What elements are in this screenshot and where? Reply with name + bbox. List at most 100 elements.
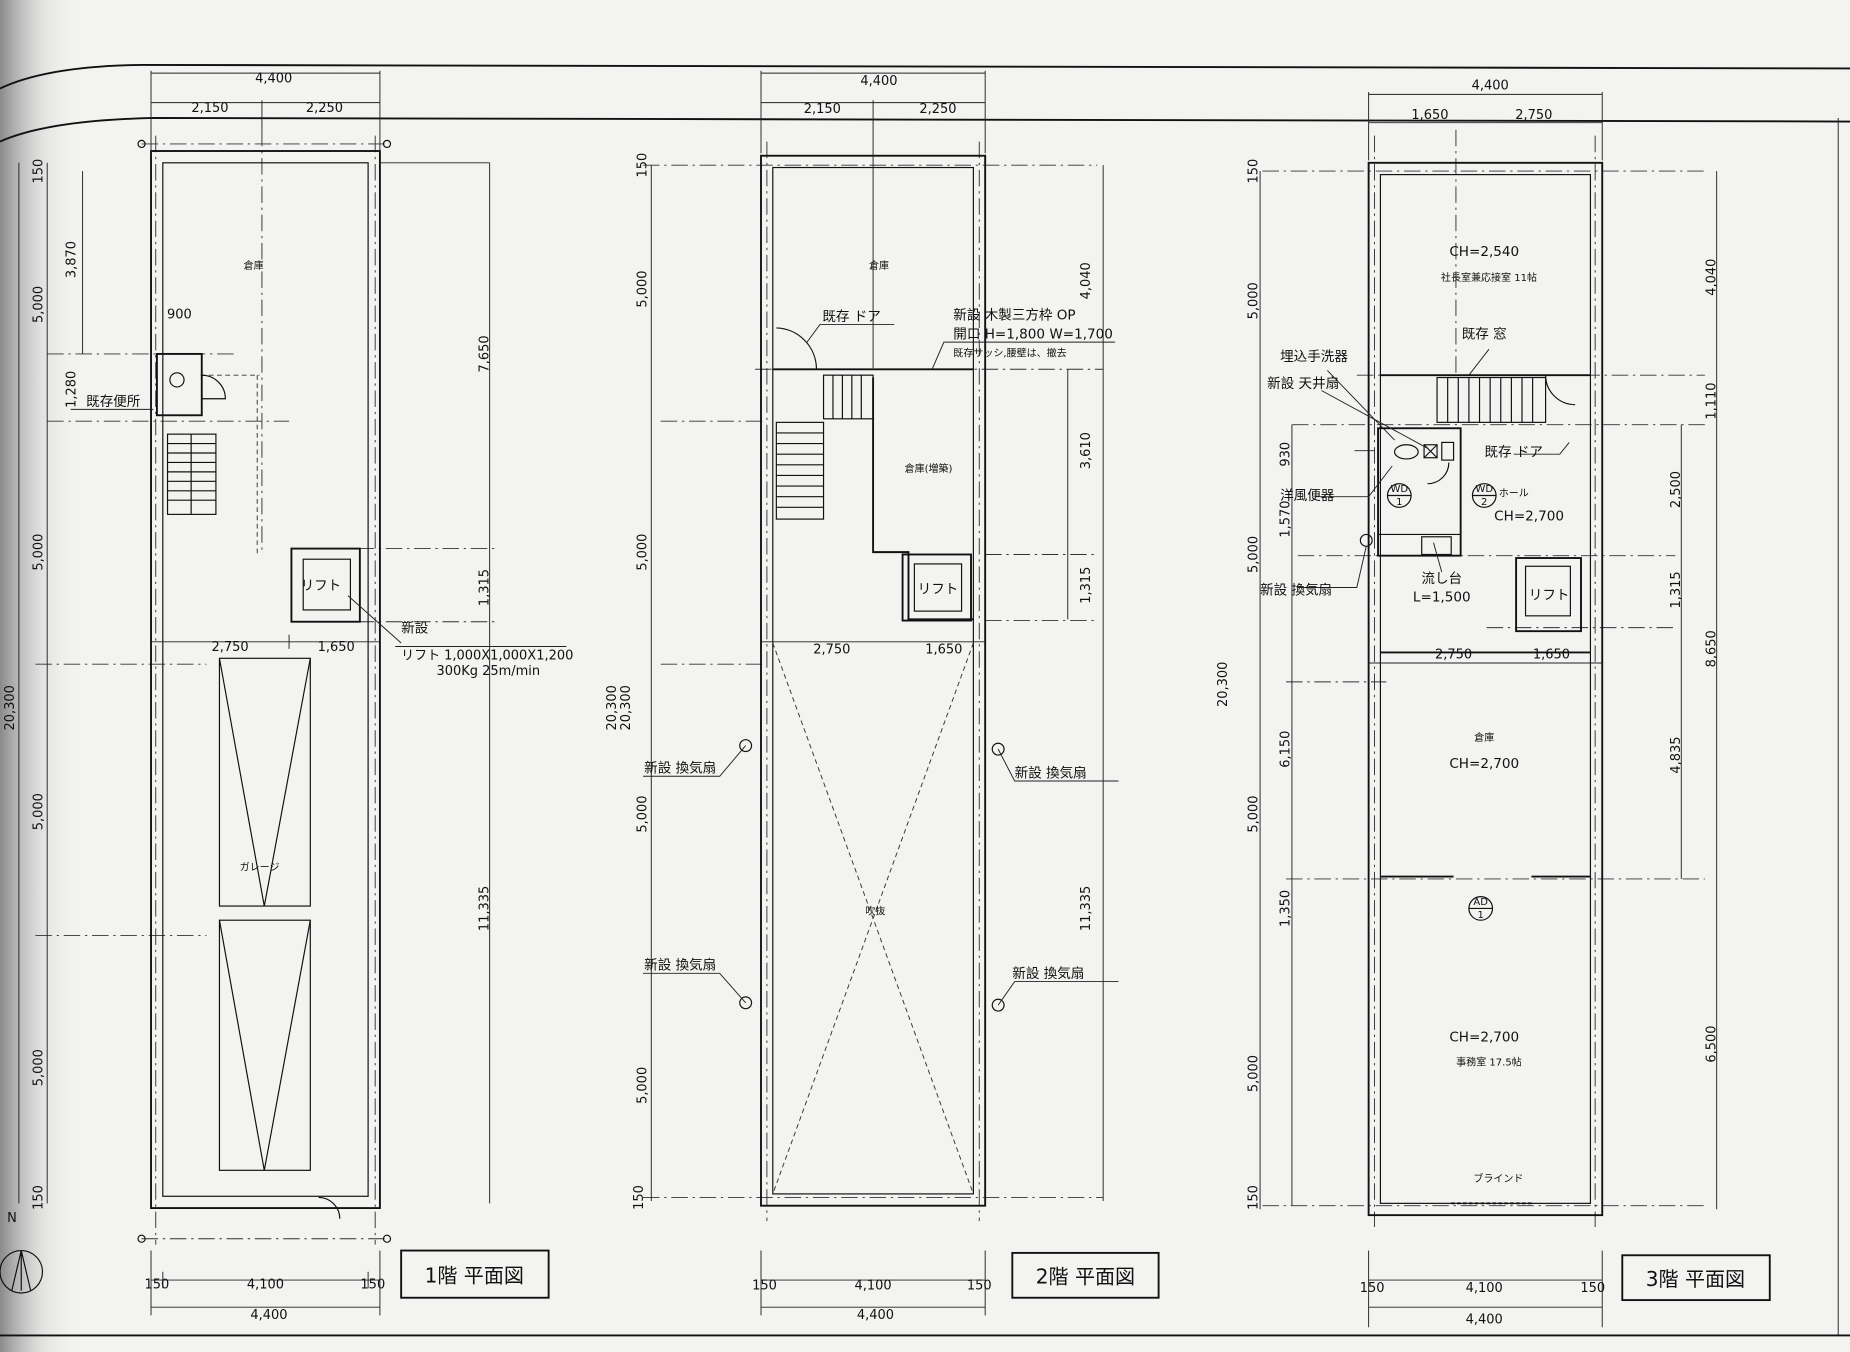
room-void: 吹抜 xyxy=(865,904,885,917)
dim-left: 5,000 xyxy=(31,1049,46,1086)
dim-right: 11,335 xyxy=(477,886,492,931)
sheet-frame xyxy=(0,63,1850,1337)
stairs xyxy=(166,433,217,515)
wd1-tag-type: WD xyxy=(1390,484,1408,495)
note-new-ceiling-fan: 新設 天井扇 xyxy=(1267,376,1339,392)
dim-left: 5,000 xyxy=(31,793,46,830)
door-tags: WD 1 WD 2 AD 1 xyxy=(1386,483,1497,921)
plan-title: 2階 平面図 xyxy=(1036,1265,1135,1289)
note-new-fan: 新設 換気扇 xyxy=(644,761,716,777)
garage-bays xyxy=(218,657,311,1171)
stairs xyxy=(1436,376,1547,423)
room-storage: 倉庫 xyxy=(869,259,889,272)
note-new: 新設 xyxy=(401,620,429,636)
fan-icons xyxy=(643,739,1119,1012)
dim-bottom: 4,100 xyxy=(1466,1281,1503,1296)
dim-bottom: 4,100 xyxy=(855,1278,892,1293)
dim-left: 150 xyxy=(636,153,651,178)
dim-mid-right: 1,650 xyxy=(1533,647,1570,662)
dim-left: 150 xyxy=(31,159,46,184)
dim-left-total: 20,300 xyxy=(3,685,18,730)
note-basin: 埋込手洗器 xyxy=(1280,349,1348,365)
dim-left: 1,350 xyxy=(1279,890,1294,927)
dim-bottom-total: 4,400 xyxy=(1466,1313,1503,1328)
dim-right-total: 20,300 xyxy=(619,685,634,730)
void-cross xyxy=(772,642,974,1195)
note-blind: ブラインド xyxy=(1473,1172,1523,1185)
dim-toilet-width: 900 xyxy=(167,308,192,323)
plan-1f: 4,400 2,150 2,250 150 3,870 5,000 1,280 … xyxy=(0,70,634,1323)
ad1-tag-type: AD xyxy=(1473,897,1488,908)
dim-width-right: 2,250 xyxy=(919,102,956,117)
dimension-lines xyxy=(650,70,1115,1316)
dim-right: 8,650 xyxy=(1704,630,1719,667)
dim-mid-right: 1,650 xyxy=(925,643,962,658)
dim-total-width: 4,400 xyxy=(860,74,897,89)
dim-mid-right: 1,650 xyxy=(318,640,355,655)
note-lift-load: 300Kg 25m/min xyxy=(437,664,541,679)
dim-left: 1,570 xyxy=(1279,501,1294,538)
dim-bottom: 4,100 xyxy=(247,1277,284,1292)
title-box xyxy=(400,1249,550,1299)
dim-left: 3,870 xyxy=(65,241,80,278)
dim-left: 5,000 xyxy=(636,270,651,307)
ad1-tag-number: 1 xyxy=(1478,910,1484,921)
room-office: 事務室 17.5帖 xyxy=(1456,1055,1522,1068)
note-sink-length: L=1,500 xyxy=(1413,590,1471,606)
note-new-fan: 新設 換気扇 xyxy=(1015,765,1087,781)
note-opening-size: 開口 H=1,800 W=1,700 xyxy=(953,327,1113,343)
dim-right: 11,335 xyxy=(1079,886,1094,931)
walls xyxy=(150,150,381,1219)
walls xyxy=(1367,161,1604,1217)
office-work-ceiling-height: CH=2,700 xyxy=(1449,1030,1519,1046)
dim-right: 1,315 xyxy=(477,569,492,606)
dim-left: 5,000 xyxy=(1247,1055,1262,1092)
dim-left: 1,280 xyxy=(65,371,80,408)
dim-left: 5,000 xyxy=(636,795,651,832)
dim-mid-left: 2,750 xyxy=(211,640,248,655)
note-sink: 流し台 xyxy=(1421,571,1462,587)
dim-width-right: 2,250 xyxy=(306,101,343,116)
note-existing-door: 既存 ドア xyxy=(822,309,881,325)
note-new-fan: 新設 換気扇 xyxy=(1260,583,1332,599)
note-remove-sash: 既存サッシ,腰壁は、撤去 xyxy=(953,346,1066,359)
room-storage-extension: 倉庫(増築) xyxy=(905,462,953,475)
dim-left: 5,000 xyxy=(1247,282,1262,319)
room-hall: ホール xyxy=(1499,488,1529,500)
dim-left: 5,000 xyxy=(1247,795,1262,832)
note-existing-window: 既存 窓 xyxy=(1462,326,1507,343)
dim-bottom: 150 xyxy=(752,1278,777,1293)
note-new-fan: 新設 換気扇 xyxy=(644,958,716,974)
dim-left: 150 xyxy=(31,1185,46,1210)
room-lift: リフト xyxy=(301,578,342,594)
plan-3f: WD 1 WD 2 AD 1 4,400 1,650 2,750 1 xyxy=(1216,79,1771,1328)
dim-right: 4,040 xyxy=(1079,262,1094,299)
dim-left: 150 xyxy=(1247,159,1262,184)
scan-shadow xyxy=(0,0,83,1352)
room-storage: 倉庫 xyxy=(244,259,264,272)
note-toilet: 洋風便器 xyxy=(1280,488,1335,504)
stairs xyxy=(775,374,874,520)
room-storage: 倉庫 xyxy=(1474,731,1494,744)
note-existing-toilet: 既存便所 xyxy=(86,394,140,410)
dim-right: 1,315 xyxy=(1669,571,1684,608)
dim-left: 150 xyxy=(632,1185,647,1210)
room-garage: ガレージ xyxy=(240,862,280,874)
dim-bottom: 150 xyxy=(967,1278,992,1293)
ceiling-fan-icon xyxy=(1423,444,1438,459)
dim-left: 150 xyxy=(1247,1185,1262,1210)
title-box xyxy=(1011,1251,1160,1299)
title-box xyxy=(1621,1254,1771,1302)
dim-left: 5,000 xyxy=(31,534,46,571)
grid-lines xyxy=(1262,129,1705,1227)
dim-right: 1,110 xyxy=(1704,383,1719,420)
dim-left: 5,000 xyxy=(1247,536,1262,573)
dim-right: 7,650 xyxy=(477,335,492,372)
plan-title: 1階 平面図 xyxy=(425,1263,524,1287)
dimension-lines xyxy=(18,70,567,1316)
dim-total-width: 4,400 xyxy=(1472,79,1509,94)
dim-left-total: 20,300 xyxy=(605,685,620,730)
dim-right: 4,835 xyxy=(1669,736,1684,773)
room-lift: リフト xyxy=(918,581,959,597)
